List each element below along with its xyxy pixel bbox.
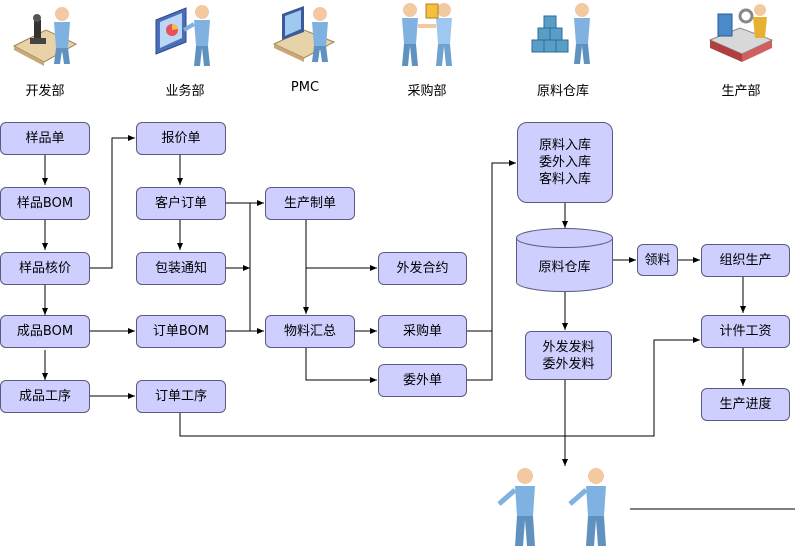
piece-wage-node: 计件工资	[701, 315, 790, 348]
planner-with-monitor-icon	[272, 6, 336, 62]
handshake-icon	[402, 3, 452, 66]
material-request-node: 领料	[637, 244, 678, 276]
department-label: 采购部	[407, 84, 447, 99]
order-process-node: 订单工序	[136, 380, 226, 413]
customer-order-node: 客户订单	[136, 187, 226, 220]
department-production: 生产部	[686, 0, 795, 100]
packing-notice-node: 包装通知	[136, 252, 226, 285]
developer-at-microscope-icon	[12, 7, 78, 66]
purchase-order-node: 采购单	[378, 315, 467, 348]
arrow-outsource-order-to-warehouse-in	[467, 331, 493, 381]
production-order-node: 生产制单	[265, 187, 355, 220]
outsource-issue-node: 外发发料 委外发料	[525, 331, 612, 380]
raw-warehouse-label: 原料仓库	[538, 259, 591, 275]
presenter-with-chart-icon	[155, 5, 210, 66]
department-purchasing: 采购部	[372, 0, 482, 100]
sample-pricing-node: 样品核价	[0, 252, 90, 285]
factory-machine-icon	[708, 4, 774, 62]
sample-bom-node: 样品BOM	[0, 187, 90, 220]
department-label: 原料仓库	[536, 84, 589, 99]
outsource-order-node: 委外单	[378, 364, 467, 397]
department-label: PMC	[290, 80, 320, 95]
department-raw-warehouse: 原料仓库	[508, 0, 618, 100]
arrow-summary-to-outsource-order	[305, 348, 377, 383]
arrow-order-process-to-wage	[179, 337, 700, 437]
organize-production-node: 组织生产	[701, 244, 790, 277]
quotation-node: 报价单	[136, 122, 226, 155]
department-label: 业务部	[165, 84, 205, 99]
sample-order-node: 样品单	[0, 122, 90, 155]
arrow-purchase-to-warehouse-in	[467, 160, 516, 332]
department-sales: 业务部	[130, 0, 240, 100]
database-cylinder-icon	[516, 228, 613, 292]
outsource-contract-node: 外发合约	[378, 252, 467, 285]
worker-figure-icon	[497, 468, 535, 546]
department-label: 生产部	[721, 84, 761, 99]
warehouse-boxes-icon	[531, 3, 590, 64]
product-process-node: 成品工序	[0, 380, 90, 413]
department-label: 开发部	[25, 84, 65, 99]
order-bom-node: 订单BOM	[136, 315, 226, 348]
product-bom-node: 成品BOM	[0, 315, 90, 348]
warehouse-in-node: 原料入库 委外入库 客料入库	[517, 122, 613, 203]
raw-warehouse-database: 原料仓库	[516, 228, 613, 292]
worker-figure-icon	[568, 468, 606, 546]
department-pmc: PMC	[250, 0, 360, 100]
arrow-pricing-to-quotation	[90, 135, 135, 269]
department-development: 开发部	[0, 0, 100, 100]
production-progress-node: 生产进度	[701, 388, 790, 421]
material-summary-node: 物料汇总	[265, 315, 355, 348]
